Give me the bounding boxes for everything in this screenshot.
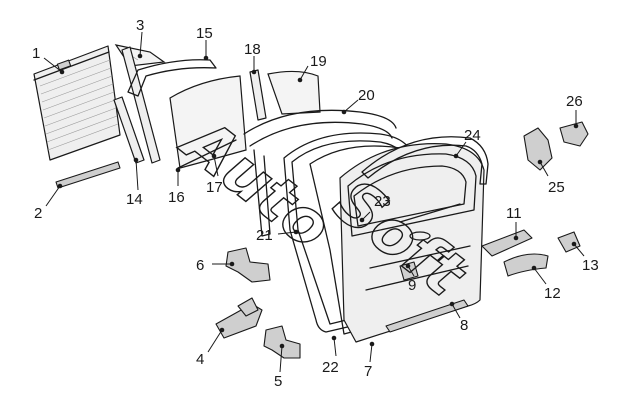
callout-12: 12 — [544, 285, 561, 302]
callout-5: 5 — [274, 373, 282, 390]
upper-frame-seal — [361, 136, 489, 185]
callout-16: 16 — [168, 189, 185, 206]
fixed-quarter-glass — [267, 70, 321, 115]
upper-hinge — [225, 247, 271, 283]
striker-bracket — [559, 121, 589, 147]
callout-13: 13 — [582, 257, 599, 274]
callout-15: 15 — [196, 25, 213, 42]
handle-cover — [503, 253, 549, 277]
callout-1: 1 — [32, 45, 40, 62]
lock-cylinder-cap — [557, 231, 581, 253]
callout-4: 4 — [196, 351, 204, 368]
sunshade-blind — [33, 45, 121, 161]
door-shell — [339, 143, 485, 343]
lower-hinge — [263, 325, 301, 359]
callout-20: 20 — [358, 87, 375, 104]
callout-7: 7 — [364, 363, 372, 380]
callout-9: 9 — [408, 277, 416, 294]
callout-24: 24 — [464, 127, 481, 144]
division-channel — [113, 46, 161, 164]
outer-door-handle — [481, 229, 533, 257]
inner-latch — [523, 127, 553, 171]
sill-moulding — [385, 299, 469, 333]
callout-18: 18 — [244, 41, 261, 58]
door-check-strap — [215, 297, 263, 339]
callout-25: 25 — [548, 179, 565, 196]
callout-labels: 1 2 3 4 5 6 7 8 9 11 12 13 14 15 16 17 1… — [32, 17, 599, 390]
callout-23: 23 — [374, 193, 391, 210]
callout-8: 8 — [460, 317, 468, 334]
outer-frame-seal — [243, 109, 397, 237]
callout-11: 11 — [506, 205, 522, 222]
blind-lower-rail — [55, 161, 121, 189]
callout-19: 19 — [310, 53, 327, 70]
callout-22: 22 — [322, 359, 339, 376]
callout-6: 6 — [196, 257, 204, 274]
callout-21: 21 — [256, 227, 273, 244]
callout-14: 14 — [126, 191, 143, 208]
leader-lines — [43, 31, 585, 373]
vertical-seal-strip — [249, 69, 267, 121]
callout-17: 17 — [206, 179, 223, 196]
glass-channel-strip — [177, 139, 237, 169]
glass-run-channel — [127, 59, 217, 97]
callout-3: 3 — [136, 17, 144, 34]
callout-26: 26 — [566, 93, 583, 110]
callout-2: 2 — [34, 205, 42, 222]
